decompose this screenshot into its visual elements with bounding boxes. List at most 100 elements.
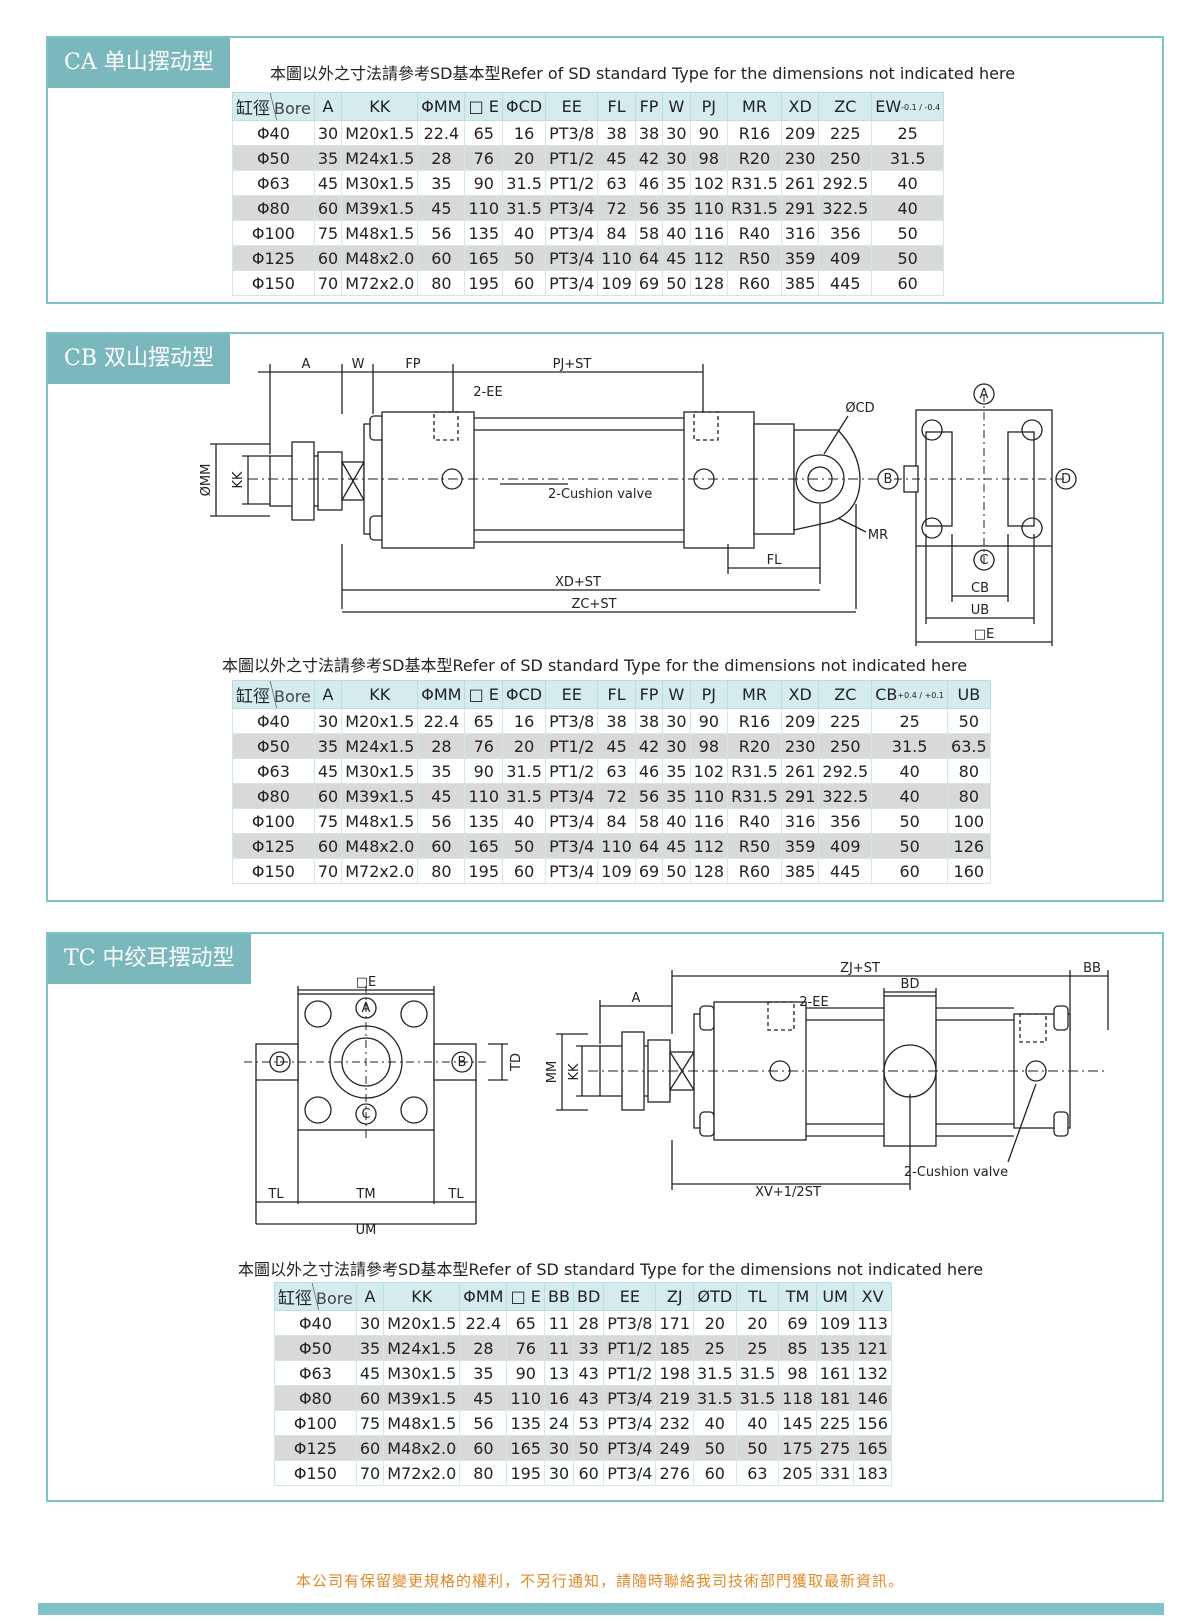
table-cell: 195 bbox=[506, 1460, 546, 1486]
table-cell: 50 bbox=[662, 858, 691, 884]
tc-dim-ee: 2-EE bbox=[799, 995, 828, 1010]
table-cell: 60 bbox=[313, 783, 343, 809]
section-title-ca: CA 单山摆动型 bbox=[48, 38, 230, 88]
cb-dim-zc: ZC+ST bbox=[571, 597, 616, 612]
table-cell: 60 bbox=[502, 858, 547, 884]
tc-dim-e: □E bbox=[356, 975, 377, 990]
table-cell: Φ40 bbox=[232, 120, 315, 146]
table-cell: PT3/4 bbox=[545, 245, 599, 271]
table-cell: 11 bbox=[544, 1335, 574, 1361]
table-cell: M48x2.0 bbox=[341, 245, 419, 271]
table-cell: R16 bbox=[727, 120, 782, 146]
table-cell: 128 bbox=[689, 858, 729, 884]
table-cell: 31.5 bbox=[502, 170, 547, 196]
table-cell: 128 bbox=[689, 270, 729, 296]
table-cell: 90 bbox=[464, 170, 504, 196]
table-cell: 30 bbox=[662, 120, 691, 146]
table-cell: 195 bbox=[464, 270, 504, 296]
table-cell: 60 bbox=[871, 858, 949, 884]
table-cell: PT1/2 bbox=[603, 1360, 657, 1386]
table-cell: 98 bbox=[689, 733, 729, 759]
header-2: ΦMM bbox=[417, 92, 466, 121]
table-cell: 230 bbox=[780, 145, 820, 171]
table-cell: 40 bbox=[662, 220, 691, 246]
header-11: UM bbox=[815, 1282, 855, 1311]
table-cell: 181 bbox=[815, 1385, 855, 1411]
header-8: W bbox=[662, 92, 691, 121]
table-cell: 80 bbox=[459, 1460, 508, 1486]
table-cell: 50 bbox=[871, 245, 945, 271]
table-cell: 385 bbox=[780, 270, 820, 296]
table-cell: 98 bbox=[689, 145, 729, 171]
section-tc: TC 中绞耳摆动型 bbox=[46, 932, 1164, 1502]
table-cell: 50 bbox=[735, 1435, 780, 1461]
table-cell: Φ80 bbox=[232, 783, 315, 809]
table-cell: 249 bbox=[655, 1435, 694, 1461]
table-cell: 63.5 bbox=[947, 733, 991, 759]
header-6: FL bbox=[597, 92, 636, 121]
table-cell: 90 bbox=[689, 708, 729, 734]
table-cell: 25 bbox=[693, 1335, 737, 1361]
table-cell: 225 bbox=[815, 1410, 855, 1436]
table-cell: R40 bbox=[727, 220, 782, 246]
table-cell: 80 bbox=[417, 270, 466, 296]
tc-dim-um: UM bbox=[356, 1223, 377, 1238]
table-cell: 75 bbox=[355, 1410, 385, 1436]
cb-dim-cb: CB bbox=[971, 581, 989, 596]
table-cell: Φ80 bbox=[232, 195, 315, 221]
header-1: KK bbox=[341, 92, 419, 121]
table-cell: 113 bbox=[853, 1310, 892, 1336]
table-cell: 291 bbox=[780, 195, 820, 221]
table-cell: M30x1.5 bbox=[341, 758, 419, 784]
table-cell: 60 bbox=[417, 245, 466, 271]
table-cell: 31.5 bbox=[735, 1385, 780, 1411]
table-cell: 80 bbox=[417, 858, 466, 884]
table-cell: 20 bbox=[502, 145, 547, 171]
table-cell: 76 bbox=[506, 1335, 546, 1361]
cb-dim-fl: FL bbox=[767, 553, 782, 568]
table-cell: 30 bbox=[662, 708, 691, 734]
cb-dim-pj: PJ+ST bbox=[553, 357, 592, 372]
table-cell: Φ40 bbox=[274, 1310, 357, 1336]
table-cell: 209 bbox=[780, 708, 820, 734]
table-cell: 16 bbox=[544, 1385, 574, 1411]
table-cell: 445 bbox=[818, 858, 873, 884]
table-cell: 50 bbox=[693, 1435, 737, 1461]
table-cell: Φ40 bbox=[232, 708, 315, 734]
table-cell: Φ100 bbox=[232, 808, 315, 834]
header-5: EE bbox=[545, 680, 599, 709]
table-cell: Φ80 bbox=[274, 1385, 357, 1411]
table-cell: 98 bbox=[778, 1360, 817, 1386]
table-cell: 35 bbox=[417, 170, 466, 196]
table-cell: 50 bbox=[502, 245, 547, 271]
table-cell: 28 bbox=[572, 1310, 605, 1336]
table-cell: 409 bbox=[818, 833, 873, 859]
table-cell: PT3/4 bbox=[545, 270, 599, 296]
table-cell: Φ125 bbox=[232, 245, 315, 271]
table-cell: 276 bbox=[655, 1460, 694, 1486]
table-cell: R31.5 bbox=[727, 783, 782, 809]
table-cell: 40 bbox=[502, 220, 547, 246]
table-cell: 22.4 bbox=[417, 708, 466, 734]
table-cell: M48x2.0 bbox=[341, 833, 419, 859]
header-10: MR bbox=[727, 680, 782, 709]
table-cell: PT1/2 bbox=[545, 733, 599, 759]
section-title-tc: TC 中绞耳摆动型 bbox=[48, 934, 251, 984]
header-9: PJ bbox=[689, 92, 729, 121]
header-12: ZC bbox=[818, 92, 873, 121]
table-cell: PT3/4 bbox=[603, 1410, 657, 1436]
table-cell: 35 bbox=[355, 1335, 385, 1361]
table-cell: 25 bbox=[871, 708, 949, 734]
header-11: XD bbox=[780, 680, 820, 709]
table-cell: 110 bbox=[689, 195, 729, 221]
table-cell: 28 bbox=[459, 1335, 508, 1361]
table-cell: 28 bbox=[417, 145, 466, 171]
table-cell: 60 bbox=[502, 270, 547, 296]
